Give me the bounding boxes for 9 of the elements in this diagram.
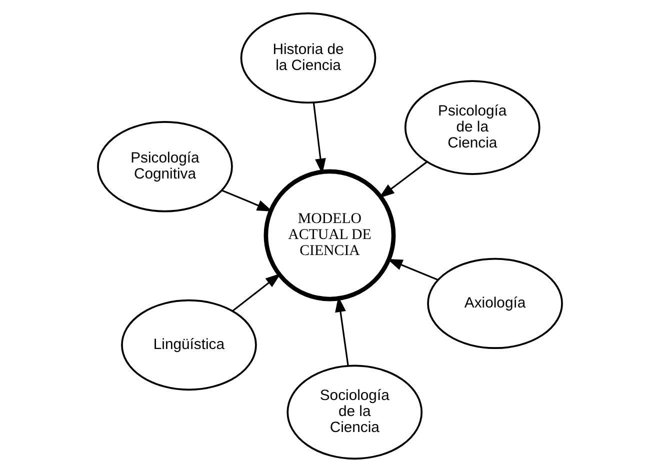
node-ellipse: Psicología Cognitiva — [97, 121, 233, 212]
arrow — [378, 161, 428, 198]
arrow — [232, 273, 282, 312]
node-ellipse: Lingüística — [121, 299, 257, 391]
arrow — [312, 102, 326, 174]
node-ellipse: Historia de la Ciencia — [240, 12, 376, 104]
node-ellipse: Psicología de la Ciencia — [404, 80, 540, 175]
node-ellipse: Axiología — [427, 258, 563, 350]
node-ellipse: Sociología de la Ciencia — [286, 364, 423, 460]
